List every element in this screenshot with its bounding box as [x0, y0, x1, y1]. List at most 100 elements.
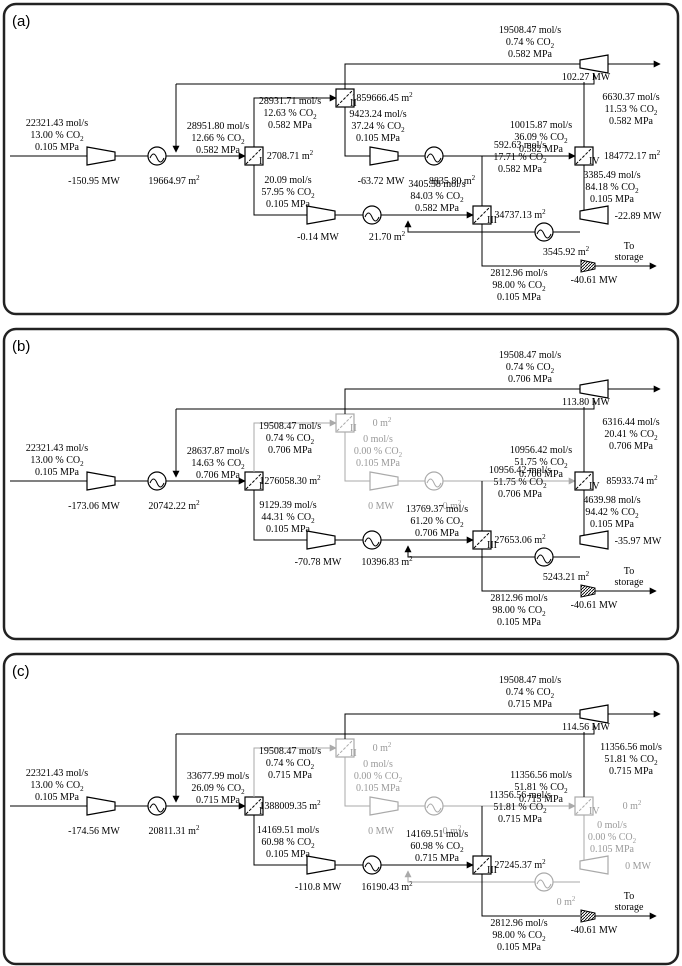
feed-compressor-power: -150.95 MW [68, 176, 120, 187]
pressure: 0.715 MPa [415, 853, 459, 864]
co2-fraction: 0.00 % CO2 [354, 771, 403, 784]
superscript: 2 [80, 135, 84, 143]
superscript: 2 [241, 463, 245, 471]
membrane-i-permeate-stream [253, 165, 308, 216]
label-text: 98.00 % CO [492, 930, 542, 941]
superscript: 2 [241, 138, 245, 146]
panel-border [2, 327, 680, 641]
superscript: 2 [311, 842, 315, 850]
storage-compressor-icon [580, 259, 596, 273]
label-text: To [624, 891, 634, 902]
membrane-iii-area: 34737.13 m2 [494, 208, 546, 221]
label-text: 0.706 MPa [508, 374, 552, 385]
flow-rate: 11356.56 mol/s [600, 742, 662, 753]
permeate-compressor-power: -0.14 MW [297, 232, 339, 243]
membrane-stage-label: I [259, 481, 262, 492]
label-text: 0 mol/s [363, 759, 393, 770]
label-text: 0.00 % CO [588, 832, 633, 843]
permeate-compressor-icon [306, 855, 336, 875]
superscript: 2 [80, 785, 84, 793]
flow-rate: 11356.56 mol/s [510, 770, 572, 781]
pressure: 0.706 MPa [498, 489, 542, 500]
membrane-i-area: 1388009.35 m2 [259, 799, 321, 812]
superscript: 2 [542, 858, 546, 866]
co2-fraction: 0.00 % CO2 [354, 446, 403, 459]
label-text: 19508.47 mol/s [259, 421, 321, 432]
superscript: 2 [551, 692, 555, 700]
feed-hx-area: 19664.97 m2 [148, 174, 200, 187]
label-text: 0.706 MPa [268, 445, 312, 456]
flow-rate: 22321.43 mol/s [26, 443, 88, 454]
label-text: 3405.58 mol/s [408, 179, 465, 190]
label-text: 0.105 MPa [590, 844, 634, 855]
label-text: 13.00 % CO [30, 780, 80, 791]
panel-border [2, 2, 680, 316]
co2-fraction: 12.66 % CO2 [191, 133, 245, 146]
label-text: 13.00 % CO [30, 455, 80, 466]
label-text: 44.31 % CO [261, 512, 311, 523]
label-text: 9423.24 mol/s [349, 109, 406, 120]
membrane-iv-icon: IV [574, 471, 600, 492]
pressure: 0.715 MPa [498, 814, 542, 825]
flow-rate: 0 mol/s [363, 434, 393, 445]
label-text: 0.715 MPa [508, 699, 552, 710]
superscript: 2 [409, 91, 413, 99]
superscript: 2 [564, 462, 568, 470]
label-text: 0 MW [368, 826, 394, 837]
membrane-stage-label: II [350, 98, 357, 109]
superscript: 2 [460, 846, 464, 854]
label-text: 0.105 MPa [356, 458, 400, 469]
membrane-ii-hx-area: 0 m2 [443, 499, 462, 512]
membrane-i-retentate-stream [253, 94, 337, 147]
flow-rate: 28951.80 mol/s [187, 121, 249, 132]
permeate-heat-exchanger-icon [362, 855, 382, 875]
pressure: 0.105 MPa [356, 783, 400, 794]
label-text: 14169.51 mol/s [257, 825, 319, 836]
membrane-i-permeate-stream [253, 490, 308, 541]
heat-exchanger-coil [364, 212, 380, 222]
membrane-iv-compressor-icon [579, 530, 609, 550]
superscript: 2 [638, 799, 642, 807]
product-stream [481, 224, 580, 267]
heat-exchanger-coil [149, 153, 165, 163]
superscript: 2 [311, 517, 315, 525]
flow-rate: 19508.47 mol/s [499, 675, 561, 686]
pressure: 0.105 MPa [497, 292, 541, 303]
pressure: 0.582 MPa [268, 120, 312, 131]
permeate-heat-exchanger-icon [362, 205, 382, 225]
label-text: 1388009.35 m [259, 801, 317, 812]
expander-power: 102.27 MW [562, 72, 611, 83]
label-text: 0 m [557, 897, 573, 908]
label-text: 61.20 % CO [410, 516, 460, 527]
superscript: 2 [402, 230, 406, 238]
label-text: 0 m [443, 501, 459, 512]
label-text: 0 MW [368, 501, 394, 512]
label-text: 98.00 % CO [492, 280, 542, 291]
label-text: 0 MW [625, 861, 651, 872]
label-text: 84.18 % CO [585, 182, 635, 193]
superscript: 2 [551, 367, 555, 375]
membrane-i-area: 1276058.30 m2 [259, 474, 321, 487]
label-text: 0.74 % CO [506, 687, 551, 698]
membrane-sheet [245, 147, 263, 165]
label-text: 28637.87 mol/s [187, 446, 249, 457]
label-text: 9129.39 mol/s [259, 500, 316, 511]
membrane-iv-heat-exchanger-icon [534, 547, 554, 567]
storage-label-line-1: To [624, 566, 634, 577]
label-text: 184772.17 m [604, 151, 657, 162]
label-text: 0.715 MPa [268, 770, 312, 781]
label-text: -174.56 MW [68, 826, 120, 837]
label-text: 2708.71 m [267, 151, 310, 162]
label-text: 28931.71 mol/s [259, 96, 321, 107]
